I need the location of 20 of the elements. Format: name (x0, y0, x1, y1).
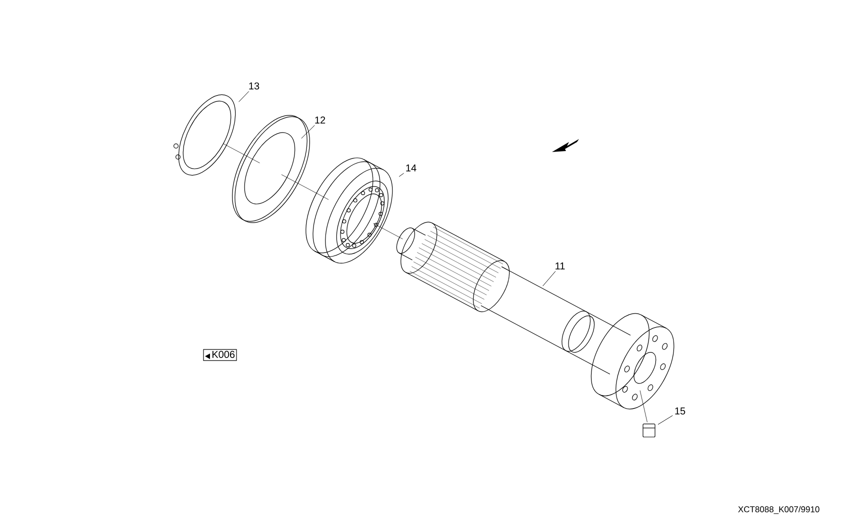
callout-number: 15 (675, 408, 686, 414)
axis-line (373, 223, 403, 240)
leader-line (658, 415, 673, 425)
washer-drawing (232, 115, 310, 223)
axis-line (281, 174, 329, 200)
screw-drawing (642, 424, 656, 438)
axis-line (640, 390, 648, 422)
reference-tag: K006 (203, 349, 237, 361)
snap-ring-drawing (174, 94, 236, 176)
shaft-drawing (396, 222, 674, 410)
leader-line (238, 91, 250, 102)
leader-line (542, 270, 556, 286)
leader-line (301, 125, 315, 139)
callout-number: 12 (315, 116, 326, 124)
callout-number: 13 (249, 82, 260, 90)
axis-line (222, 143, 260, 164)
callout-number: 14 (406, 164, 416, 172)
drawing-number: XCT8088_K007/9910 (738, 506, 820, 514)
leader-line (398, 172, 404, 177)
bearing-drawing (306, 158, 393, 264)
